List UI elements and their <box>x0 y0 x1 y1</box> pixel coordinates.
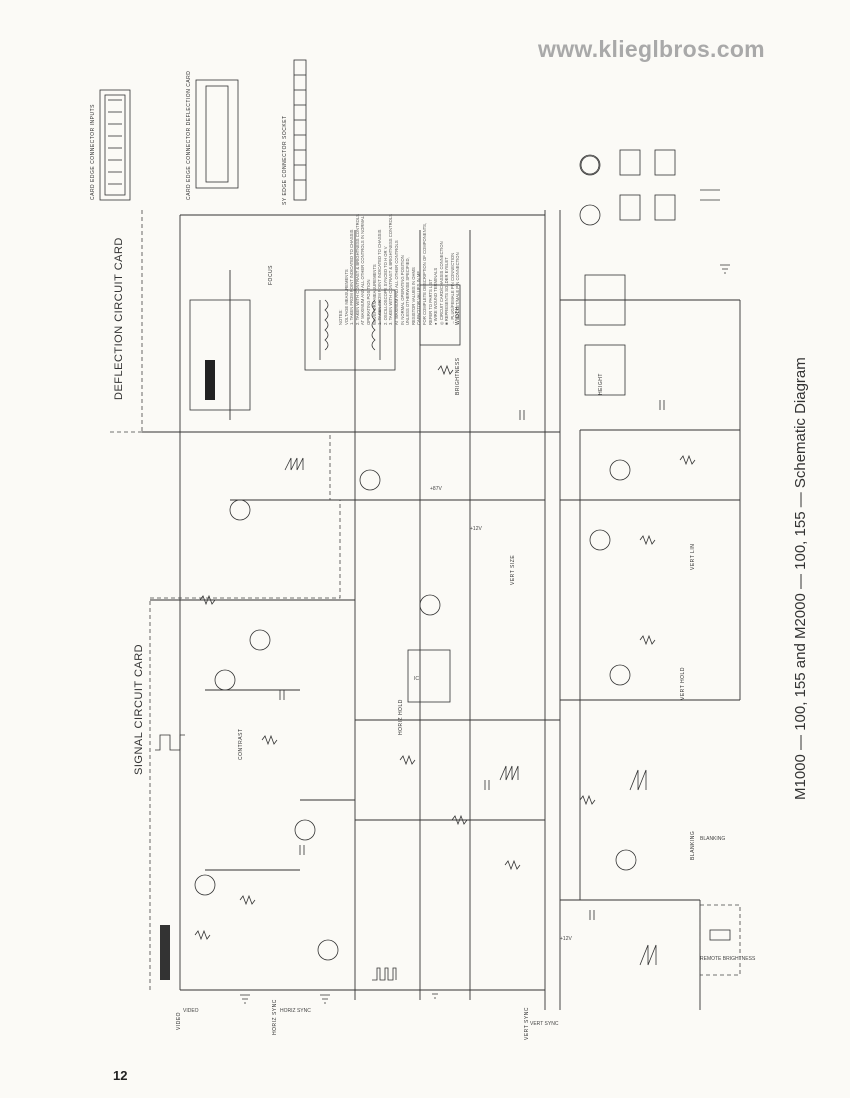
contrast-label: CONTRAST <box>238 728 244 761</box>
horiz-hold-label: HORIZ HOLD <box>398 699 404 735</box>
card-edge-connector-inputs <box>99 89 131 201</box>
page-number: 12 <box>113 1068 128 1083</box>
svg-text:REMOTE BRIGHTNESS: REMOTE BRIGHTNESS <box>700 956 756 962</box>
page-title: M1000 — 100, 155 and M2000 — 100, 155 — … <box>792 357 809 800</box>
capacitors <box>279 400 665 920</box>
ic-label: IC <box>414 676 419 682</box>
flyback-transformer <box>304 289 396 371</box>
deflection-connector-label: CARD EDGE CONNECTOR DEFLECTION CARD <box>186 70 192 200</box>
width-label: WIDTH <box>455 306 461 325</box>
transistors <box>194 154 637 961</box>
vert-size-label: VERT SIZE <box>510 554 516 585</box>
vert-sync-label: VERT SYNC <box>524 1007 530 1040</box>
sy-edge-connector-socket <box>293 59 307 201</box>
horiz-yoke <box>419 284 461 346</box>
horiz-sync-label: HORIZ SYNC <box>272 999 278 1035</box>
svg-text:+12V: +12V <box>470 526 482 532</box>
wiring <box>142 210 741 1010</box>
logo-mark <box>160 925 170 980</box>
height-label: HEIGHT <box>598 373 604 395</box>
resistors <box>194 364 696 941</box>
waveforms <box>155 457 657 981</box>
svg-text:HORIZ SYNC: HORIZ SYNC <box>280 1008 311 1014</box>
watermark: www.klieglbros.com <box>538 36 765 62</box>
ic-mc1391p <box>407 649 451 703</box>
pin-labels: VIDEO VERT SYNC HORIZ SYNC BLANKING REMO… <box>183 486 756 1027</box>
socket-label: SY EDGE CONNECTOR SOCKET <box>282 115 288 205</box>
focus-label: FOCUS <box>268 265 274 285</box>
svg-text:+12V: +12V <box>560 936 572 942</box>
deflection-card-label: DEFLECTION CIRCUIT CARD <box>113 237 125 400</box>
brightness-label: BRIGHTNESS <box>455 357 461 395</box>
svg-text:VERT SYNC: VERT SYNC <box>530 1021 559 1027</box>
signal-card-outline <box>149 500 341 990</box>
vert-yoke <box>584 274 626 326</box>
svg-text:BLANKING: BLANKING <box>700 836 725 842</box>
deflection-card-outline <box>110 210 331 500</box>
vert-lin-coil <box>584 344 626 396</box>
vert-lin-label: VERT LIN <box>690 543 696 570</box>
remote-brightness-box <box>699 904 741 976</box>
notes-block: NOTES: VOLTAGE MEASUREMENTS 1. TAKEN FRO… <box>338 214 461 325</box>
ground-symbols <box>240 264 730 1004</box>
crt-socket <box>189 299 251 411</box>
blanking-label: BLANKING <box>690 830 696 860</box>
video-label: VIDEO <box>176 1011 182 1030</box>
deflection-card-edge-connector <box>195 79 239 189</box>
svg-text:VIDEO: VIDEO <box>183 1008 199 1014</box>
vert-hold-label: VERT HOLD <box>680 667 686 700</box>
svg-text:+87V: +87V <box>430 486 442 492</box>
card-edge-inputs-label: CARD EDGE CONNECTOR INPUTS <box>90 104 96 200</box>
remote-brightness-control <box>709 929 731 941</box>
signal-card-label: SIGNAL CIRCUIT CARD <box>133 643 145 775</box>
transistor-pinouts <box>580 149 720 221</box>
